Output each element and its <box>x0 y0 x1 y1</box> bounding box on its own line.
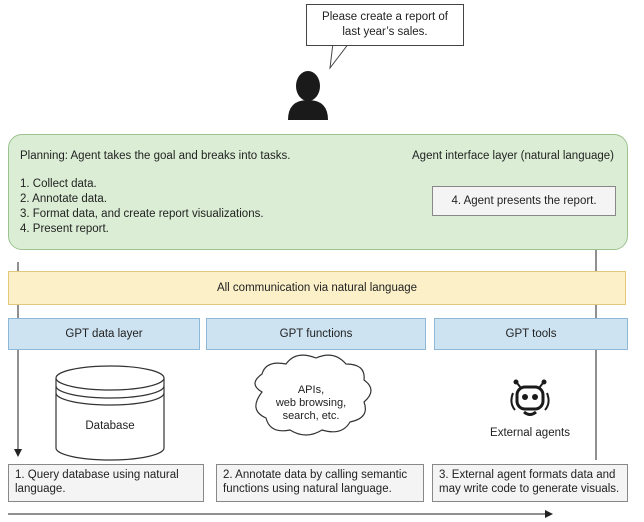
task-item: 1. Collect data. <box>20 178 97 190</box>
step-label: 2. Annotate data by calling semantic fun… <box>223 469 408 495</box>
task-list: 1. Collect data. 2. Annotate data. 3. Fo… <box>20 177 264 237</box>
step-label: 1. Query database using natural language… <box>15 469 179 495</box>
planning-title: Planning: Agent takes the goal and break… <box>20 150 291 162</box>
database-icon <box>55 365 165 461</box>
step-label: 3. External agent formats data and may w… <box>439 469 620 495</box>
layer-label: GPT data layer <box>65 328 143 340</box>
interface-layer-title: Agent interface layer (natural language) <box>412 150 615 162</box>
step-box-2: 2. Annotate data by calling semantic fun… <box>216 464 424 502</box>
step-box-1: 1. Query database using natural language… <box>8 464 204 502</box>
present-report-box: 4. Agent presents the report. <box>432 186 616 216</box>
communication-label: All communication via natural language <box>216 282 418 294</box>
external-agent-robot-icon <box>510 379 550 416</box>
database-label: Database <box>85 420 135 432</box>
cloud-label: APIs, web browsing, search, etc. <box>275 384 347 422</box>
task-item: 3. Format data, and create report visual… <box>20 208 264 220</box>
layer-label: GPT functions <box>279 328 353 340</box>
step-box-3: 3. External agent formats data and may w… <box>432 464 628 502</box>
user-request: Please create a report of last year’s sa… <box>322 11 448 38</box>
speech-bubble: Please create a report of last year’s sa… <box>306 4 464 46</box>
gpt-tools-layer: GPT tools <box>434 318 628 350</box>
task-item: 2. Annotate data. <box>20 193 107 205</box>
gpt-functions-layer: GPT functions <box>206 318 426 350</box>
speech-tail <box>329 42 351 70</box>
communication-bar: All communication via natural language <box>8 271 626 305</box>
external-agents-label: External agents <box>490 427 570 439</box>
layer-label: GPT tools <box>505 328 557 340</box>
cloud-icon <box>254 354 372 436</box>
present-report-label: 4. Agent presents the report. <box>451 195 597 207</box>
user-icon <box>288 71 328 120</box>
gpt-data-layer: GPT data layer <box>8 318 200 350</box>
task-item: 4. Present report. <box>20 223 109 235</box>
